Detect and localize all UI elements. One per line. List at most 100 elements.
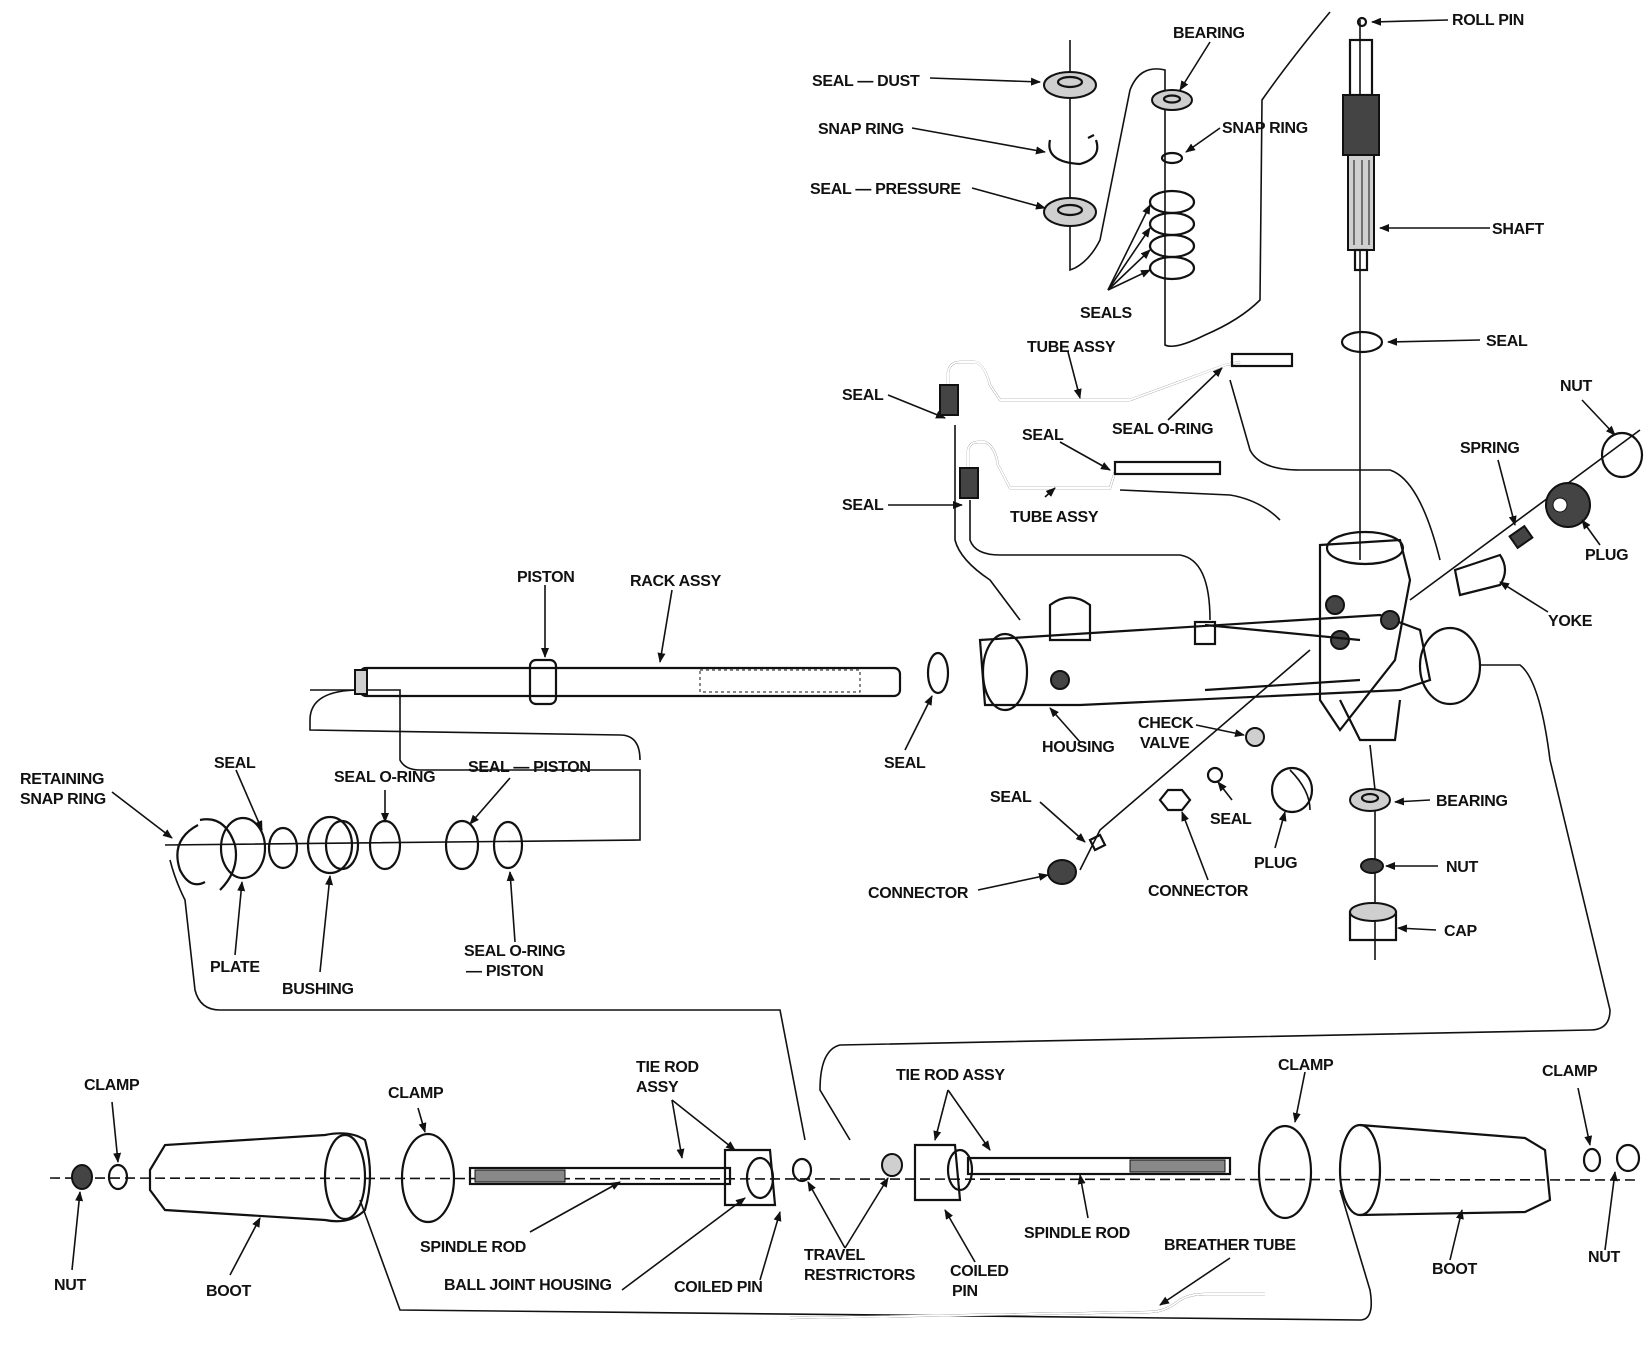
label-bearing-bottom: BEARING (1436, 793, 1508, 810)
tube-assy-lower-part (959, 440, 1222, 499)
nut-right-part (1615, 1143, 1641, 1173)
label-retaining-snap-ring-2: SNAP RING (20, 791, 106, 808)
label-tie-rod-assy-left-1: TIE ROD (636, 1059, 699, 1076)
label-seal-lower-tube: SEAL (842, 497, 884, 514)
label-cap: CAP (1444, 923, 1478, 940)
label-travel-restrictors-2: RESTRICTORS (804, 1267, 916, 1284)
label-nut-left: NUT (54, 1277, 87, 1294)
seal-dust-part (1043, 71, 1097, 99)
routing-lines (49, 11, 1641, 1321)
label-clamp-far-right: CLAMP (1542, 1063, 1598, 1080)
label-seal-o-ring: SEAL O-RING (334, 769, 435, 786)
label-clamp-far-left: CLAMP (84, 1077, 140, 1094)
cap-part (1348, 902, 1398, 942)
label-seal-o-ring-tube: SEAL O-RING (1112, 421, 1213, 438)
travel-restrictor-right-part (881, 1153, 903, 1177)
retaining-snap-ring-part (176, 818, 238, 891)
label-seal-shaft: SEAL (1486, 333, 1528, 350)
label-seal-pressure: SEAL — PRESSURE (810, 181, 961, 198)
seal-rack-part (926, 651, 950, 695)
label-boot-right: BOOT (1432, 1261, 1478, 1278)
ball-joint-housing-right-part (913, 1143, 974, 1202)
label-spindle-rod-left: SPINDLE ROD (420, 1239, 526, 1256)
shaft-part (1342, 38, 1380, 272)
bearing-top-part (1151, 89, 1193, 111)
label-snap-ring-left: SNAP RING (818, 121, 904, 138)
label-spindle-rod-right: SPINDLE ROD (1024, 1225, 1130, 1242)
label-spring: SPRING (1460, 440, 1520, 457)
label-seal-upper-tube: SEAL (842, 387, 884, 404)
label-seal-plate: SEAL (214, 755, 256, 772)
spindle-rod-right-part (966, 1156, 1232, 1176)
label-check-valve-2: VALVE (1140, 735, 1190, 752)
label-nut-top: NUT (1560, 378, 1593, 395)
boot-right-part (1338, 1123, 1552, 1217)
roll-pin-part (1356, 16, 1368, 28)
label-ball-joint-housing: BALL JOINT HOUSING (444, 1277, 612, 1294)
label-seal-connector-left: SEAL (990, 789, 1032, 806)
label-tube-assy-lower: TUBE ASSY (1010, 509, 1099, 526)
seal-pressure-part (1043, 197, 1097, 227)
connector-right-part (1158, 788, 1192, 812)
seal-piston-part (444, 819, 480, 871)
nut-top-part (1600, 431, 1644, 479)
label-nut-bottom: NUT (1446, 859, 1479, 876)
nut-bottom-part (1360, 858, 1384, 874)
seal-o-ring-part (368, 819, 402, 871)
tube-assy-upper-part (939, 352, 1294, 416)
label-breather-tube: BREATHER TUBE (1164, 1237, 1296, 1254)
label-tie-rod-assy-left-2: ASSY (636, 1079, 679, 1096)
label-housing: HOUSING (1042, 739, 1115, 756)
bearing-bottom-part (1349, 788, 1391, 812)
parts (71, 16, 1644, 1320)
label-shaft: SHAFT (1492, 221, 1544, 238)
label-plug-bottom: PLUG (1254, 855, 1297, 872)
label-clamp-right: CLAMP (1278, 1057, 1334, 1074)
label-snap-ring-right: SNAP RING (1222, 120, 1308, 137)
label-seal-rack: SEAL (884, 755, 926, 772)
label-nut-right: NUT (1588, 1249, 1621, 1266)
label-retaining-snap-ring-1: RETAINING (20, 771, 104, 788)
labels: SEAL — DUST SNAP RING SEAL — PRESSURE BE… (20, 12, 1629, 1300)
spring-part (1508, 524, 1534, 550)
boot-left-part (148, 1132, 372, 1223)
label-yoke: YOKE (1548, 613, 1593, 630)
seals-part (1148, 189, 1196, 281)
label-seal-mid: SEAL (1022, 427, 1064, 444)
plate-part (219, 816, 267, 880)
label-connector-right: CONNECTOR (1148, 883, 1249, 900)
plug-top-part (1545, 482, 1591, 528)
travel-restrictor-left-part (791, 1157, 813, 1183)
label-clamp-left: CLAMP (388, 1085, 444, 1102)
clamp-right-part (1257, 1124, 1313, 1220)
label-tie-rod-assy-right: TIE ROD ASSY (896, 1067, 1005, 1084)
leader-arrows (71, 17, 1618, 1306)
label-check-valve-1: CHECK (1138, 715, 1194, 732)
clamp-far-right-part (1582, 1147, 1602, 1173)
clamp-far-left-part (107, 1163, 129, 1191)
snap-ring-left-part (1048, 134, 1099, 166)
connector-left-part (1047, 859, 1077, 885)
label-coiled-pin-right-2: PIN (952, 1283, 978, 1300)
label-seals: SEALS (1080, 305, 1132, 322)
label-bushing: BUSHING (282, 981, 354, 998)
label-boot-left: BOOT (206, 1283, 252, 1300)
seal-connector-right-part (1206, 766, 1224, 784)
breather-tube-part (789, 1292, 1265, 1320)
label-rack-assy: RACK ASSY (630, 573, 722, 590)
rack-assy-part (354, 658, 902, 706)
label-connector-left: CONNECTOR (868, 885, 969, 902)
plug-bottom-part (1270, 766, 1314, 814)
bushing-part (306, 815, 360, 875)
label-seal-o-ring-piston-2: — PISTON (466, 963, 543, 980)
label-seal-piston: SEAL — PISTON (468, 759, 591, 776)
nut-left-part (71, 1164, 93, 1190)
seal-connector-left-part (1088, 833, 1107, 852)
ball-joint-housing-left-part (723, 1148, 777, 1207)
seal-shaft-part (1340, 330, 1384, 354)
seal-plate-part (267, 826, 299, 870)
label-seal-dust: SEAL — DUST (812, 73, 920, 90)
spindle-rod-left-part (468, 1166, 732, 1186)
clamp-left-part (400, 1132, 456, 1224)
